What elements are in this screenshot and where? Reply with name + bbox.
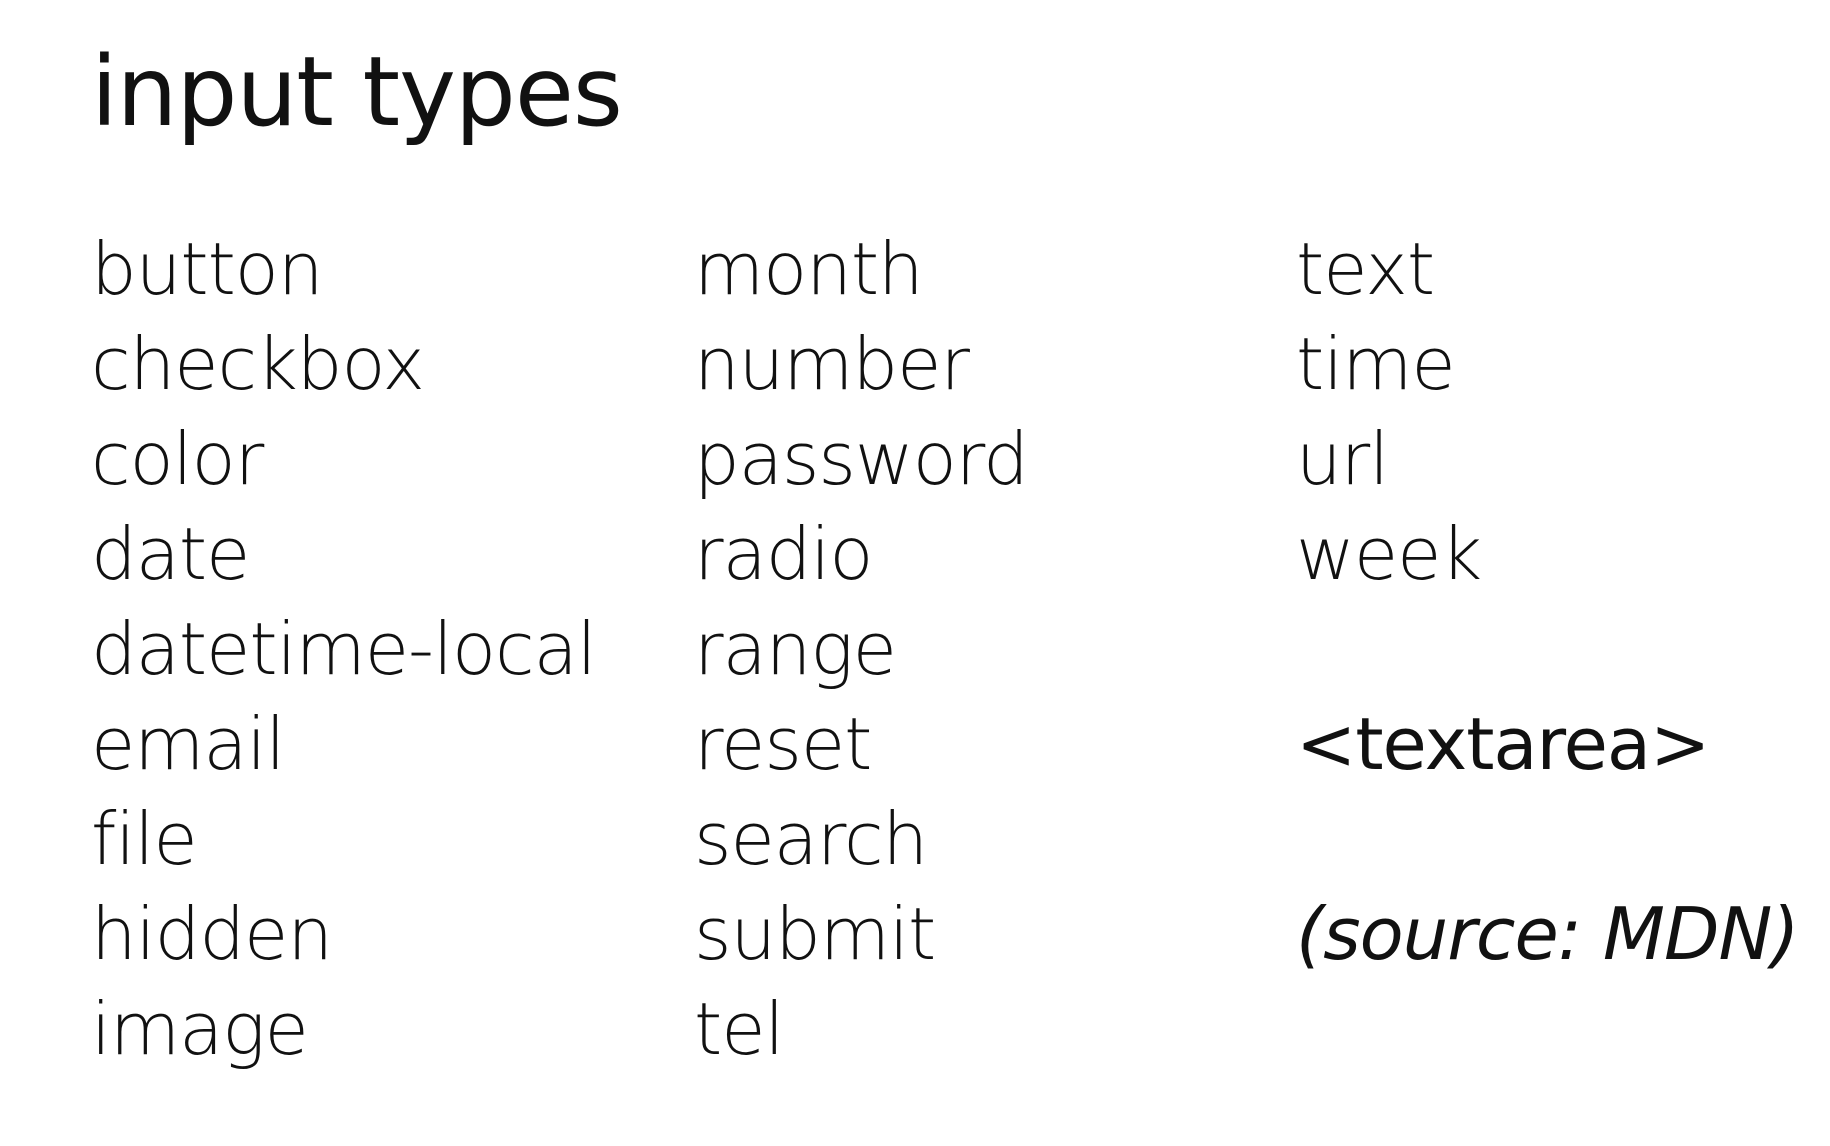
- input-type-item: month: [694, 227, 924, 311]
- input-type-item: submit: [694, 892, 936, 976]
- input-type-item: image: [91, 987, 309, 1071]
- input-type-item: search: [694, 797, 928, 881]
- input-type-item: date: [91, 512, 250, 596]
- input-type-item: url: [1296, 417, 1389, 501]
- input-type-item: range: [694, 607, 897, 691]
- input-type-item: hidden: [91, 892, 333, 976]
- source-note: (source: MDN): [1296, 892, 1799, 976]
- input-type-item: week: [1296, 512, 1482, 596]
- input-type-item: text: [1296, 227, 1435, 311]
- input-types-column-1: button checkbox color date datetime-loca…: [91, 222, 597, 1077]
- input-type-item: email: [91, 702, 286, 786]
- input-type-item: password: [694, 417, 1029, 501]
- input-type-item: color: [91, 417, 264, 501]
- input-types-column-3: text time url week: [1296, 222, 1482, 602]
- input-type-item: checkbox: [91, 322, 425, 406]
- input-type-item: button: [91, 227, 323, 311]
- input-types-column-2: month number password radio range reset …: [694, 222, 1029, 1077]
- slide-title: input types: [91, 36, 623, 148]
- input-type-item: datetime-local: [91, 607, 597, 691]
- input-type-item: reset: [694, 702, 872, 786]
- input-type-item: tel: [694, 987, 785, 1071]
- input-type-item: time: [1296, 322, 1456, 406]
- input-type-item: file: [91, 797, 198, 881]
- input-type-item: number: [694, 322, 970, 406]
- textarea-label: <textarea>: [1296, 702, 1710, 786]
- input-type-item: radio: [694, 512, 873, 596]
